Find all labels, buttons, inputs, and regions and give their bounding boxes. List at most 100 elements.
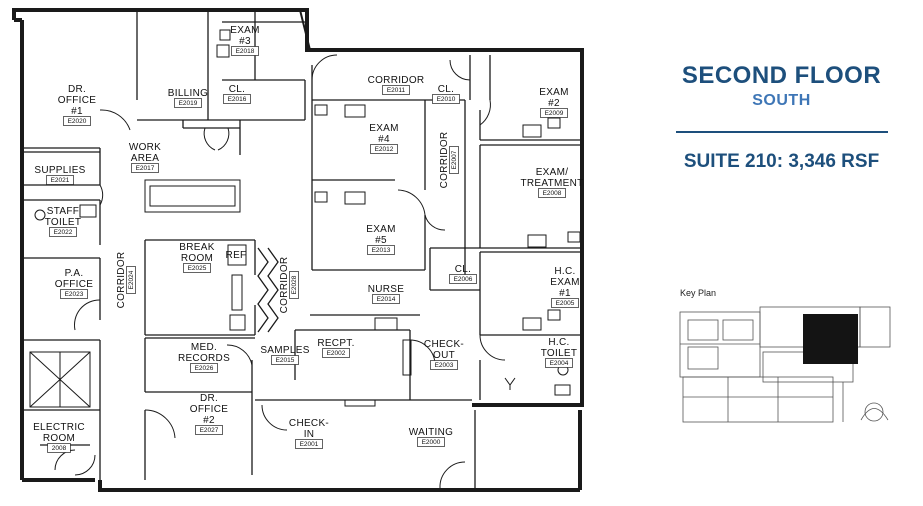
floor-subtitle: SOUTH xyxy=(752,92,811,109)
room-number-box xyxy=(195,425,223,435)
room-number: E2012 xyxy=(375,146,394,153)
room-number-box xyxy=(432,94,460,104)
room-label: H.C. xyxy=(554,266,575,277)
room-label: SAMPLES xyxy=(260,345,309,356)
room-label: #3 xyxy=(239,36,251,47)
room-label: EXAM/ xyxy=(536,167,569,178)
room-number: E2019 xyxy=(179,100,198,107)
walls xyxy=(12,8,584,492)
exterior-walls xyxy=(12,8,584,492)
floor-title: SECOND FLOOR xyxy=(681,62,882,89)
room-number: E2016 xyxy=(228,96,247,103)
room-number-box xyxy=(449,146,459,174)
room-number-box xyxy=(540,108,568,118)
floor-plan: EXAM#3E2018DR.OFFICE#1E2020BILLINGE2019C… xyxy=(12,8,584,492)
room-label: EXAM xyxy=(230,25,260,36)
room-number: E2003 xyxy=(435,362,454,369)
room-number-box xyxy=(174,98,202,108)
room-label: OUT xyxy=(433,350,455,361)
room-number: E2010 xyxy=(437,96,456,103)
room-label: DR. xyxy=(200,393,218,404)
room-cl-2010: CL.E2010 xyxy=(432,84,460,104)
room-number-box xyxy=(372,294,400,304)
room-number-box xyxy=(545,358,573,368)
room-label: #2 xyxy=(548,98,560,109)
room-number-box xyxy=(231,46,259,56)
room-number-box xyxy=(223,94,251,104)
room-label: EXAM xyxy=(369,123,399,134)
room-number: E2006 xyxy=(454,276,473,283)
room-number: E2013 xyxy=(372,247,391,254)
room-number-box xyxy=(190,363,218,373)
room-number-box xyxy=(289,271,299,299)
room-number: E2002 xyxy=(327,350,346,357)
room-label: P.A. xyxy=(65,268,84,279)
room-label: STAFF xyxy=(47,206,79,217)
suite-highlight xyxy=(803,314,858,364)
room-number-box xyxy=(538,188,566,198)
room-label: #1 xyxy=(71,106,83,117)
title-panel: SECOND FLOOR SOUTH SUITE 210: 3,346 RSF … xyxy=(640,0,923,506)
room-number-box xyxy=(126,266,136,294)
room-number: E2025 xyxy=(188,265,207,272)
room-number-box xyxy=(430,360,458,370)
room-label: TREATMENT xyxy=(520,178,583,189)
room-cl-2006: CL.E2006 xyxy=(449,264,477,284)
room-number: E2011 xyxy=(387,87,406,94)
room-number: E2007 xyxy=(451,150,458,169)
room-label: CORRIDOR xyxy=(368,75,425,86)
room-label: OFFICE xyxy=(190,404,228,415)
room-number: E2014 xyxy=(377,296,396,303)
room-number-box xyxy=(60,289,88,299)
room-label: #5 xyxy=(375,235,387,246)
room-label: CL. xyxy=(229,84,245,95)
room-label: CL. xyxy=(438,84,454,95)
room-number-box xyxy=(46,175,74,185)
room-number: E2005 xyxy=(556,300,575,307)
room-label: NURSE xyxy=(368,284,405,295)
room-number: E2026 xyxy=(195,365,214,372)
room-number-box xyxy=(63,116,91,126)
room-label: #2 xyxy=(203,415,215,426)
room-number-box xyxy=(47,443,71,453)
room-label: CL. xyxy=(455,264,471,275)
room-number: 2008 xyxy=(52,445,67,452)
key-plan-map xyxy=(679,306,891,423)
room-ref: REF xyxy=(226,250,247,261)
room-number-box xyxy=(382,85,410,95)
room-label: ROOM xyxy=(181,253,213,264)
room-number: E2008 xyxy=(543,190,562,197)
room-label: AREA xyxy=(131,153,159,164)
room-label: ELECTRIC xyxy=(33,422,85,433)
room-number: E2022 xyxy=(54,229,73,236)
room-number: E2004 xyxy=(550,360,569,367)
room-number-box xyxy=(551,298,579,308)
room-number-box xyxy=(370,144,398,154)
room-number: E2027 xyxy=(200,427,219,434)
room-label: CORRIDOR xyxy=(439,132,450,189)
room-label: H.C. xyxy=(548,337,569,348)
room-label: WORK xyxy=(129,142,161,153)
key-plan-label: Key Plan xyxy=(680,288,717,298)
room-label: TOILET xyxy=(45,217,82,228)
room-label: #4 xyxy=(378,134,390,145)
room-label: CHECK- xyxy=(289,418,329,429)
room-number: E2000 xyxy=(422,439,441,446)
room-number: E2028 xyxy=(291,275,298,294)
